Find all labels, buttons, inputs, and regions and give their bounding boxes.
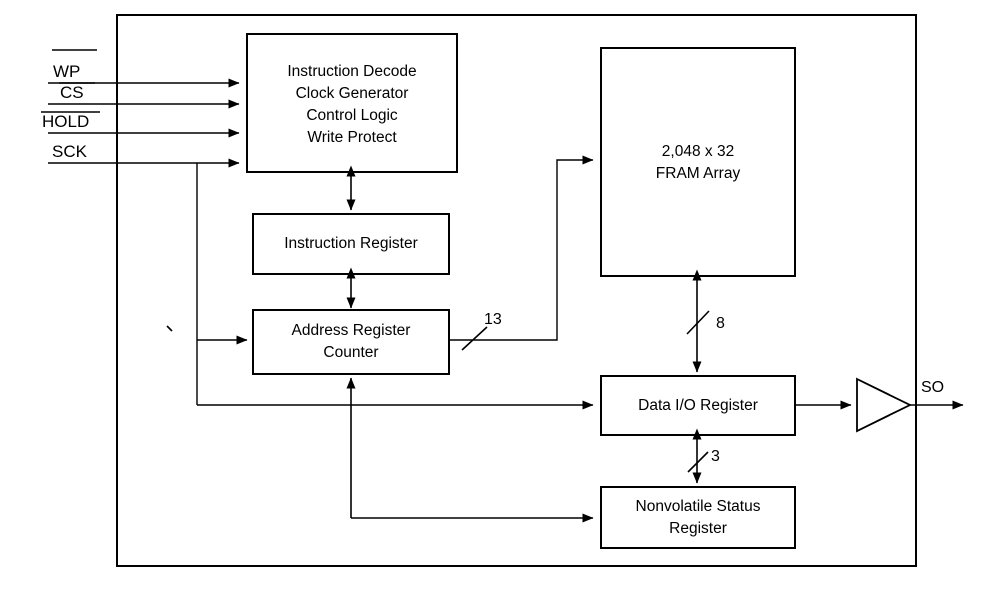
- block-label-instruction-register: Instruction Register: [284, 235, 418, 252]
- block-label-nonvolatile-status-register-line2: Register: [669, 520, 727, 537]
- label-group-address-register-counter: Address Register Counter: [292, 322, 411, 361]
- block-label-instruction-decode-line2: Clock Generator: [296, 85, 409, 102]
- pin-label-so: SO: [921, 379, 944, 396]
- block-label-nonvolatile-status-register-line1: Nonvolatile Status: [636, 498, 761, 515]
- label-group-instruction-decode: Instruction Decode Clock Generator Contr…: [287, 63, 416, 146]
- block-instruction-register: [252, 213, 450, 275]
- block-data-io-register: [600, 375, 796, 436]
- label-group-nonvolatile-status-register: Nonvolatile Status Register: [636, 498, 761, 537]
- block-nonvolatile-status-register: [600, 486, 796, 549]
- pin-label-cs: CS: [60, 83, 84, 102]
- block-label-address-register-counter-line1: Address Register: [292, 322, 411, 339]
- bus-label-address-width: 13: [484, 311, 502, 328]
- block-label-fram-array-line1: 2,048 x 32: [662, 143, 734, 160]
- block-label-address-register-counter-line2: Counter: [323, 344, 378, 361]
- slash-data-bus: [686, 310, 710, 335]
- block-label-instruction-decode-line3: Control Logic: [306, 107, 398, 124]
- pin-label-wp: WP: [53, 62, 80, 81]
- bus-label-data-width: 8: [716, 315, 725, 332]
- slash-address-bus: [461, 326, 488, 351]
- block-address-register-counter: [252, 309, 450, 375]
- pin-label-hold: HOLD: [42, 112, 89, 131]
- block-instruction-decode: [246, 33, 458, 173]
- wire-address-bus-to-fram: [449, 155, 594, 341]
- output-buffer-triangle: [856, 377, 913, 433]
- bus-label-status-width: 3: [711, 448, 720, 465]
- block-label-data-io-register: Data I/O Register: [638, 397, 758, 414]
- label-group-fram-array: 2,048 x 32 FRAM Array: [656, 143, 741, 182]
- chip-boundary: [116, 14, 917, 567]
- slash-status-bus: [687, 451, 709, 473]
- block-label-instruction-decode-line1: Instruction Decode: [287, 63, 416, 80]
- block-label-instruction-decode-line4: Write Protect: [307, 129, 397, 146]
- scan-artifact-tick: [166, 325, 173, 332]
- block-label-fram-array-line2: FRAM Array: [656, 165, 741, 182]
- block-fram-array: [600, 47, 796, 277]
- pin-label-sck: SCK: [52, 142, 88, 161]
